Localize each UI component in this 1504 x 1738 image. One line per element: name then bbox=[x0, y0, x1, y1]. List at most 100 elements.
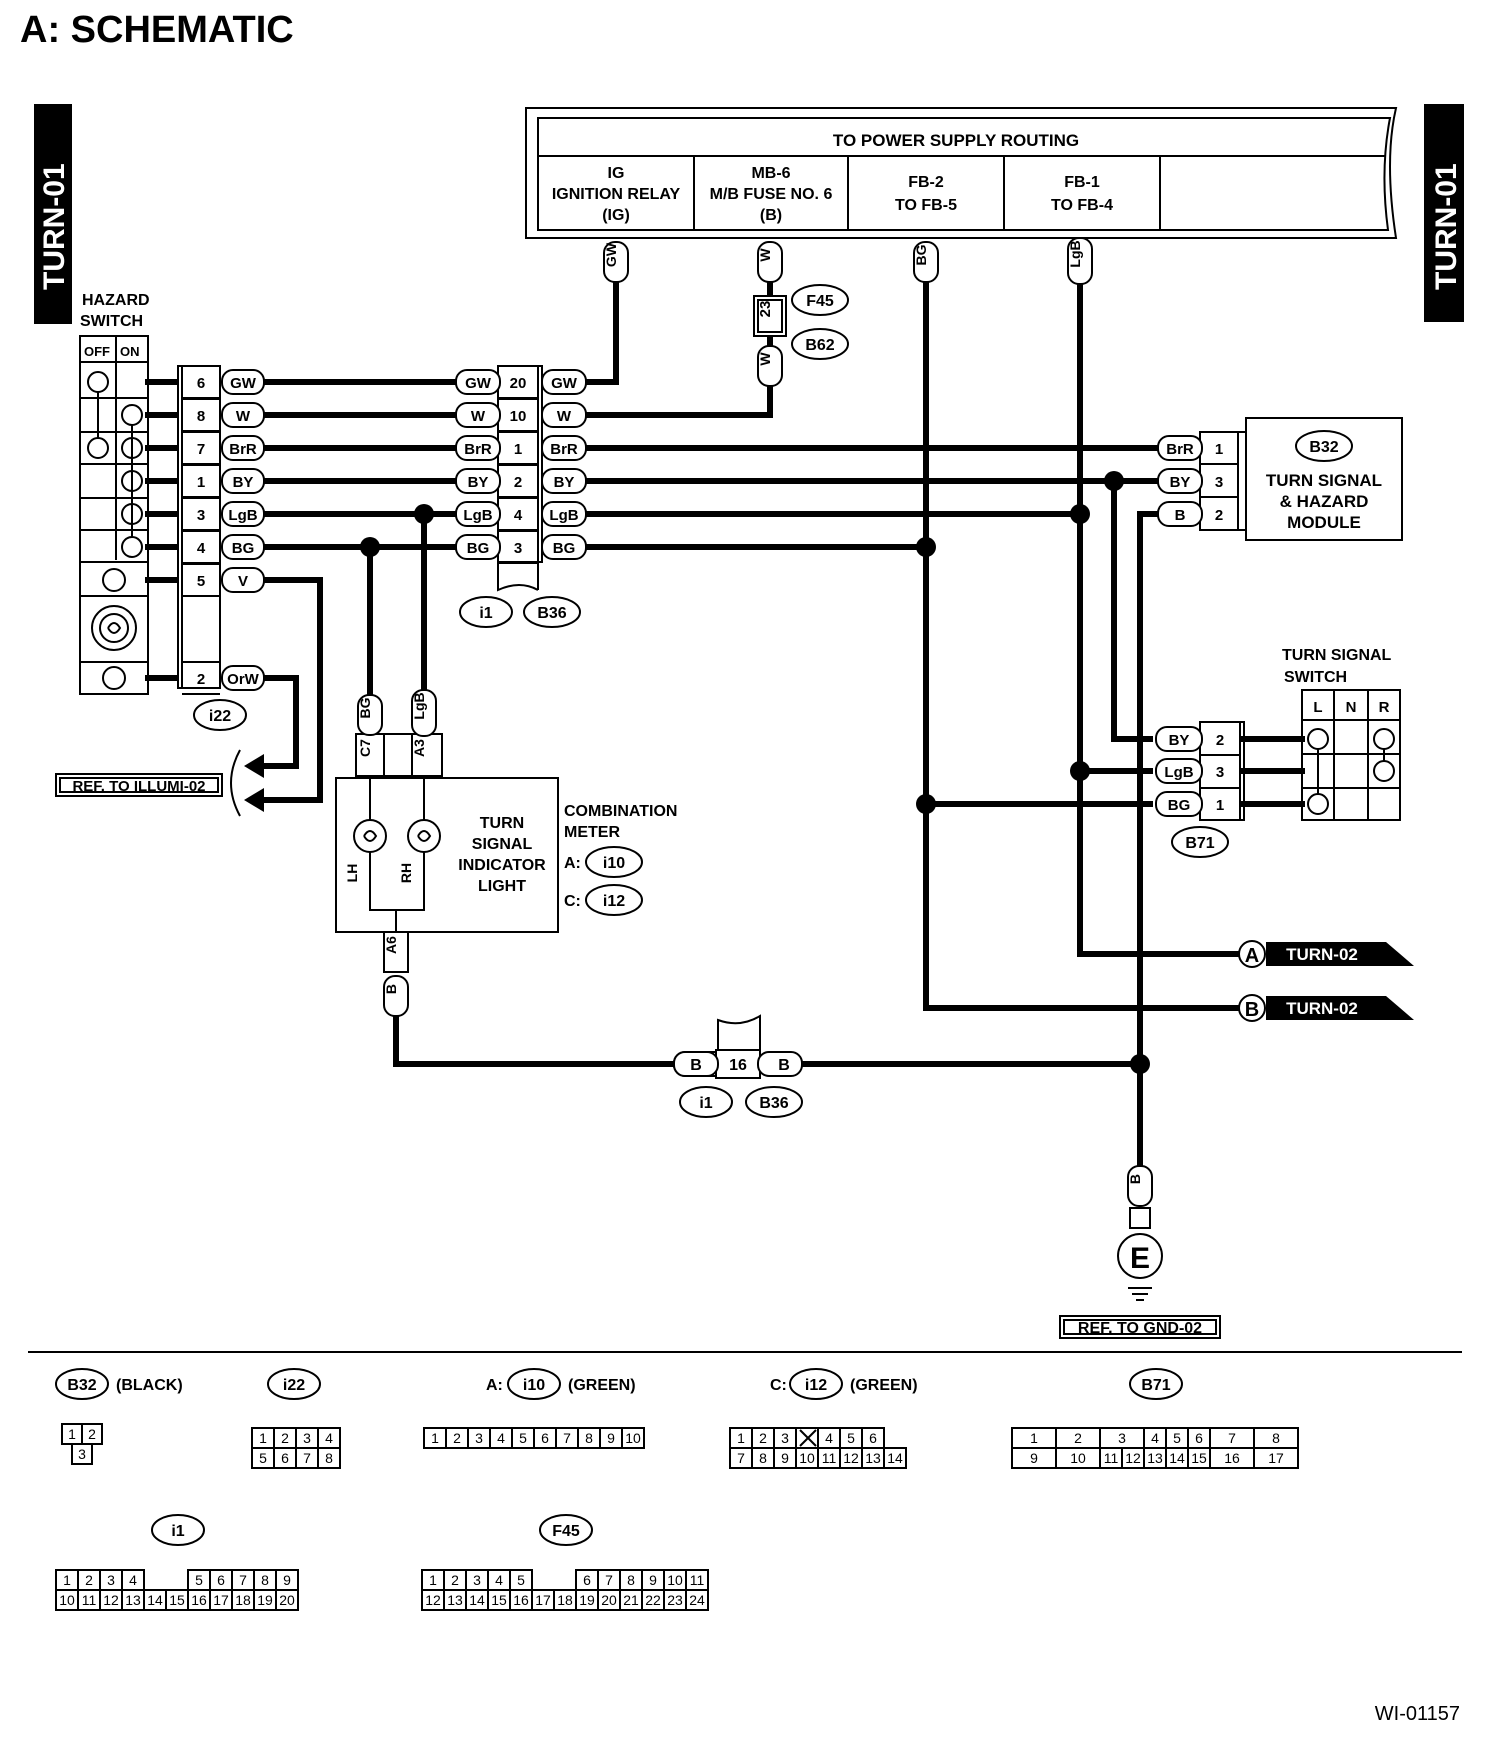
i22-wire-label: V bbox=[238, 573, 248, 590]
svg-text:B36: B36 bbox=[537, 605, 566, 622]
f45-view-pin: 9 bbox=[649, 1572, 657, 1588]
ps-col1-line3: (IG) bbox=[602, 207, 630, 224]
i10-view-id: i10 bbox=[523, 1377, 545, 1394]
svg-text:B: B bbox=[1127, 1174, 1143, 1184]
i12-color: (GREEN) bbox=[850, 1377, 918, 1394]
i12-view-pin: 6 bbox=[869, 1430, 877, 1446]
pill-w-drop-top: W bbox=[757, 241, 783, 283]
f45-view-pin: 20 bbox=[601, 1592, 617, 1608]
i22-wire-label: LgB bbox=[228, 507, 257, 524]
svg-text:B62: B62 bbox=[805, 337, 834, 354]
i12-view-pin: 13 bbox=[865, 1450, 881, 1466]
i12-view-pin: 7 bbox=[737, 1450, 745, 1466]
turn-switch-label2: SWITCH bbox=[1284, 669, 1347, 686]
ps-col4-line2: TO FB-4 bbox=[1051, 197, 1113, 214]
b32-pin: 3 bbox=[78, 1446, 86, 1462]
i1-view-pin: 16 bbox=[191, 1592, 207, 1608]
module-name1: TURN SIGNAL bbox=[1266, 471, 1382, 490]
f45-view-pin: 21 bbox=[623, 1592, 639, 1608]
i1-view-pin: 20 bbox=[279, 1592, 295, 1608]
i1-view-pin: 12 bbox=[103, 1592, 119, 1608]
i22-view-pin: 3 bbox=[303, 1430, 311, 1446]
f45-view-pin: 18 bbox=[557, 1592, 573, 1608]
i10-view-pin: 7 bbox=[563, 1430, 571, 1446]
svg-text:F45: F45 bbox=[806, 293, 834, 310]
b71-view-pin: 4 bbox=[1151, 1430, 1159, 1446]
f45-view-pin: 15 bbox=[491, 1592, 507, 1608]
module-pin-wire: B bbox=[1175, 507, 1186, 524]
module-name2: & HAZARD bbox=[1280, 492, 1369, 511]
i10-prefix: A: bbox=[486, 1377, 503, 1394]
pill-w-drop-bottom: W bbox=[757, 345, 783, 387]
hazard-switch-label2: SWITCH bbox=[80, 313, 143, 330]
i10-view-pin: 8 bbox=[585, 1430, 593, 1446]
meter-name2: SIGNAL bbox=[472, 836, 533, 853]
module-pin-number: 2 bbox=[1215, 507, 1223, 524]
svg-text:B36: B36 bbox=[759, 1095, 788, 1112]
b71-view-pin: 8 bbox=[1272, 1430, 1280, 1446]
b36-left-wire: GW bbox=[465, 375, 492, 392]
ps-col4-line1: FB-1 bbox=[1064, 174, 1100, 191]
turn-signal-switch: TURN SIGNAL SWITCH L N R B71 bbox=[1171, 647, 1401, 858]
svg-text:B: B bbox=[383, 984, 399, 994]
module-pin: BY 3 bbox=[1157, 468, 1223, 494]
i22-pin: 4 bbox=[197, 540, 206, 557]
hazard-on-label: ON bbox=[120, 344, 140, 359]
turn02-a: A TURN-02 bbox=[1238, 940, 1414, 968]
i10-view-pin: 9 bbox=[607, 1430, 615, 1446]
b71-view-pin: 7 bbox=[1228, 1430, 1236, 1446]
i12-view-pin: 1 bbox=[737, 1430, 745, 1446]
f45-view-pin: 12 bbox=[425, 1592, 441, 1608]
i10-view-pin: 4 bbox=[497, 1430, 505, 1446]
i12-prefix: C: bbox=[770, 1377, 787, 1394]
module-id: B32 bbox=[1309, 439, 1338, 456]
meter-c-id: i12 bbox=[603, 893, 625, 910]
turn-switch-pin-number: 3 bbox=[1216, 764, 1224, 781]
ps-col1-line2: IGNITION RELAY bbox=[552, 186, 681, 203]
i22-pin: 1 bbox=[197, 474, 205, 491]
i12-view-pin: 4 bbox=[825, 1430, 833, 1446]
label-b36-top: B36 bbox=[523, 596, 581, 628]
i22-wire-label: BG bbox=[232, 540, 255, 557]
b71-view-pin: 14 bbox=[1169, 1450, 1185, 1466]
i22-wire-label: OrW bbox=[227, 671, 260, 688]
b71-view-pin: 17 bbox=[1268, 1450, 1284, 1466]
i1-view-pin: 4 bbox=[129, 1572, 137, 1588]
svg-text:BG: BG bbox=[357, 697, 373, 718]
turn-switch-pin-wire: LgB bbox=[1164, 764, 1193, 781]
i12-view-pin: 14 bbox=[887, 1450, 903, 1466]
i1-view-pin: 18 bbox=[235, 1592, 251, 1608]
svg-text:23: 23 bbox=[757, 301, 774, 318]
module-pin-number: 3 bbox=[1215, 474, 1223, 491]
module-pin-wire: BY bbox=[1170, 474, 1191, 491]
f45-view-pin: 6 bbox=[583, 1572, 591, 1588]
i22-wire-label: BrR bbox=[229, 441, 257, 458]
i1-view-pin: 3 bbox=[107, 1572, 115, 1588]
svg-text:BG: BG bbox=[913, 244, 929, 265]
svg-text:GW: GW bbox=[603, 242, 619, 267]
f45-view-pin: 8 bbox=[627, 1572, 635, 1588]
label-i22: i22 bbox=[193, 699, 247, 731]
i1-view-pin: 1 bbox=[63, 1572, 71, 1588]
hazard-off-label: OFF bbox=[84, 344, 110, 359]
i1-view-pin: 17 bbox=[213, 1592, 229, 1608]
turn-switch-pin-wire: BY bbox=[1169, 732, 1190, 749]
combo-label2: METER bbox=[564, 824, 620, 841]
i22-pin: 6 bbox=[197, 375, 205, 392]
f45-view-pin: 22 bbox=[645, 1592, 661, 1608]
b71-view-pin: 15 bbox=[1191, 1450, 1207, 1466]
i22-view-pin: 1 bbox=[259, 1430, 267, 1446]
ref-illumi-label: REF. TO ILLUMI-02 bbox=[55, 773, 223, 797]
b71-view-pin: 1 bbox=[1030, 1430, 1038, 1446]
module-pin-wire: BrR bbox=[1166, 441, 1194, 458]
